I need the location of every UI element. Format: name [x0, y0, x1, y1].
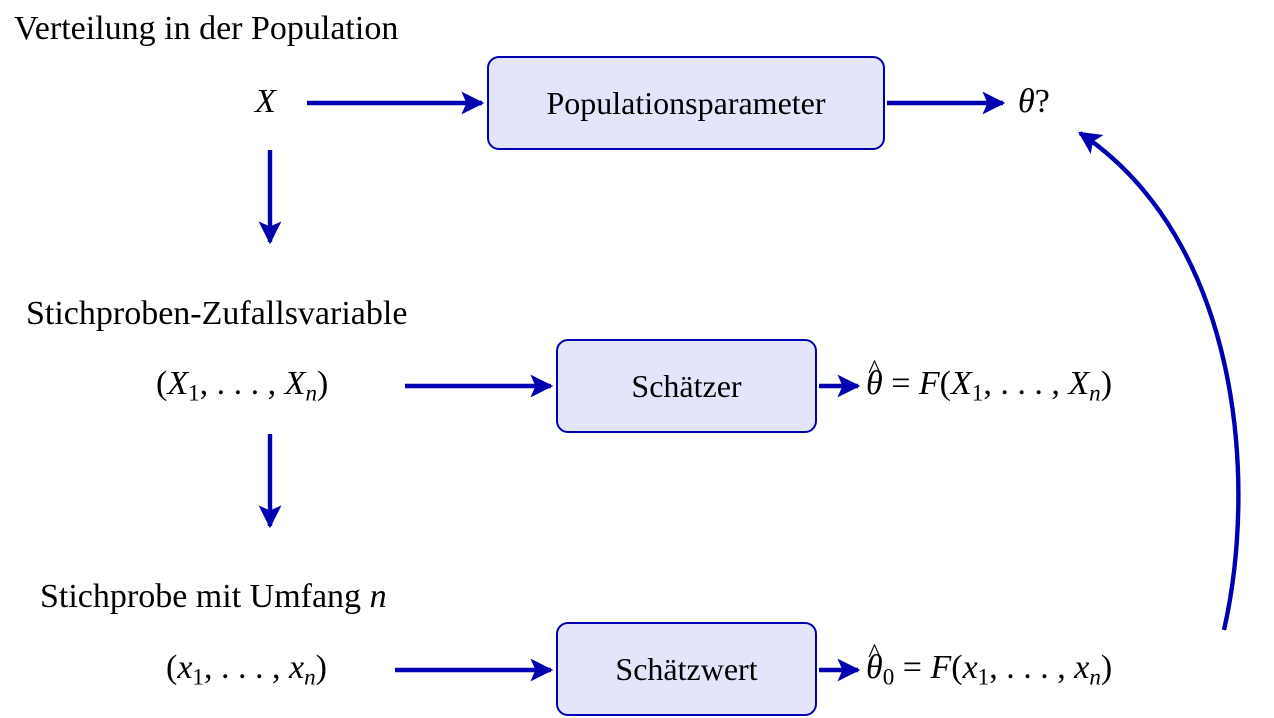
paren-close: ) — [315, 649, 327, 686]
var-last: X — [284, 365, 306, 402]
function-symbol: F — [918, 365, 940, 402]
ellipsis: , . . . , — [199, 365, 285, 402]
theta-subscript: 0 — [882, 664, 895, 691]
sub-first: 1 — [971, 380, 984, 407]
paren-open: ( — [156, 365, 168, 402]
arrow-estimate-to-theta-curve — [1078, 131, 1241, 631]
theta-symbol: θ — [1018, 83, 1035, 120]
sub-last: n — [305, 380, 318, 407]
sample-size-symbol: n — [369, 578, 387, 615]
sub-last: n — [1089, 664, 1101, 691]
var-first: x — [962, 649, 978, 686]
sample-heading: Stichprobe mit Umfang n — [40, 580, 387, 614]
estimator-formula: θ = F(X1, . . . , Xn) — [866, 356, 1113, 405]
equals-sign: = — [894, 649, 931, 686]
population-heading: Verteilung in der Population — [14, 10, 399, 47]
equals-sign: = — [882, 365, 919, 402]
estimate-label: Schätzwert — [615, 651, 758, 687]
random-sample-tuple: (X1, . . . , Xn) — [156, 365, 329, 406]
theta-hat-symbol: θ — [866, 640, 883, 685]
population-parameter-label: Populationsparameter — [546, 85, 826, 121]
var-last: x — [1074, 649, 1090, 686]
population-variable: X — [255, 83, 276, 120]
estimate-box: Schätzwert — [556, 622, 817, 716]
paren-close: ) — [1100, 649, 1113, 686]
sub-last: n — [1089, 380, 1101, 407]
ellipsis: , . . . , — [203, 649, 289, 686]
sub-last: n — [304, 664, 316, 691]
theta-hat-symbol: θ — [866, 356, 883, 401]
paren-open: ( — [951, 649, 963, 686]
sub-first: 1 — [977, 664, 990, 691]
function-symbol: F — [930, 649, 952, 686]
sample-tuple: (x1, . . . , xn) — [166, 649, 327, 690]
paren-close: ) — [1100, 365, 1113, 402]
population-parameter-box: Populationsparameter — [487, 56, 885, 150]
ellipsis: , . . . , — [983, 365, 1069, 402]
var-last: X — [1068, 365, 1090, 402]
var-first: X — [951, 365, 972, 402]
estimator-label: Schätzer — [631, 368, 742, 404]
sample-heading-text: Stichprobe mit Umfang — [40, 578, 370, 615]
paren-close: ) — [317, 365, 329, 402]
paren-open: ( — [939, 365, 951, 402]
estimator-box: Schätzer — [556, 339, 817, 433]
population-parameter-result: θ? — [1018, 85, 1050, 119]
var-first: x — [177, 649, 193, 686]
var-last: x — [288, 649, 305, 686]
estimate-formula: θ0 = F(x1, . . . , xn) — [866, 640, 1113, 689]
question-mark: ? — [1034, 83, 1050, 120]
sub-first: 1 — [192, 664, 204, 691]
random-sample-heading: Stichproben-Zufallsvariable — [26, 295, 408, 332]
ellipsis: , . . . , — [989, 649, 1075, 686]
var-first: X — [167, 365, 189, 402]
paren-open: ( — [166, 649, 178, 686]
sub-first: 1 — [188, 380, 200, 407]
